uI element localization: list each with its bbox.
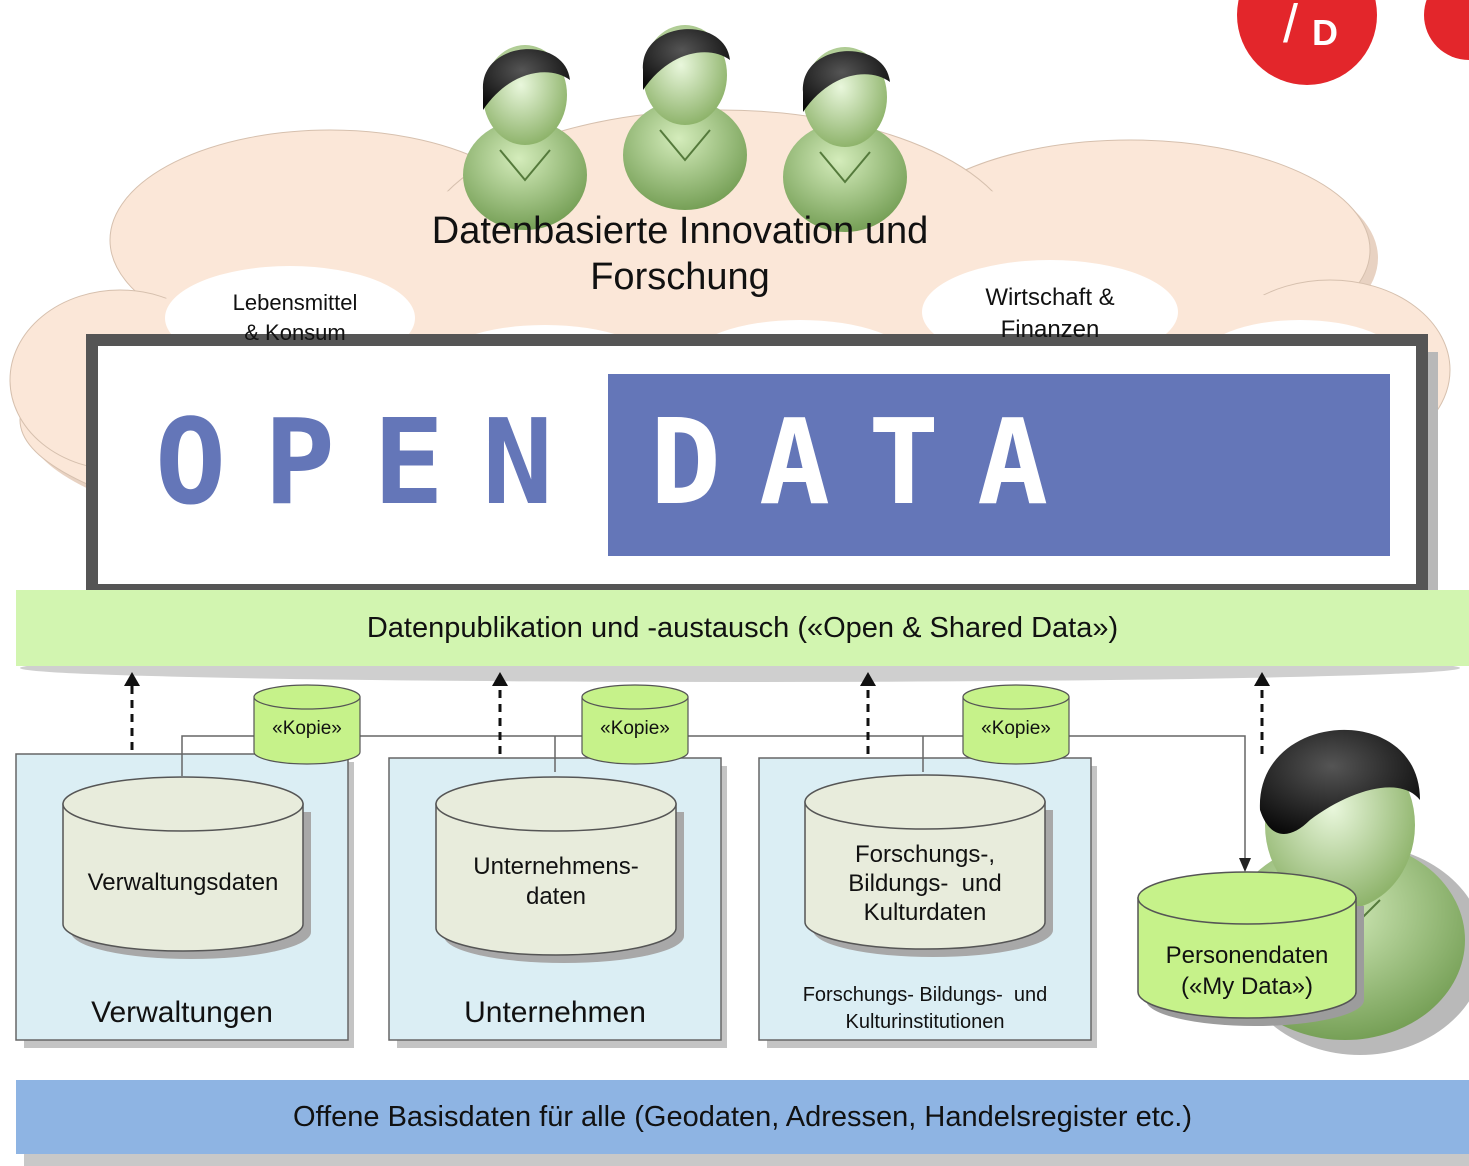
banner-word-open: OPEN xyxy=(155,393,592,531)
copy-label-1: «Kopie» xyxy=(272,718,342,739)
box-label-verwaltungen: Verwaltungen xyxy=(91,996,273,1029)
db-label-forschung: Forschungs-, Bildungs- und Kulturdaten xyxy=(805,840,1045,927)
topic-food: Lebensmittel & Konsum xyxy=(190,288,400,348)
banner-word-data: DATA xyxy=(650,393,1087,531)
db-label-personal: Personendaten («My Data») xyxy=(1138,940,1356,1002)
publication-bar-bg xyxy=(16,590,1469,666)
topic-economy-line2: Finanzen xyxy=(1000,316,1100,343)
cloud-title-line2: Forschung xyxy=(590,256,770,298)
db-label-unternehmen-line1: Unternehmens- xyxy=(473,853,639,880)
open-data-banner xyxy=(86,334,1438,604)
cloud-title-line1: Datenbasierte Innovation und xyxy=(431,210,929,252)
box-label-forschung-line2: Kulturinstitutionen xyxy=(845,1011,1005,1033)
database-unternehmen xyxy=(435,776,684,963)
svg-text:/: / xyxy=(1283,0,1298,54)
banner-top-edge xyxy=(92,340,1422,372)
db-label-forschung-line3: Kulturdaten xyxy=(863,899,987,926)
logo-circles: / D xyxy=(1237,0,1469,85)
database-forschung xyxy=(804,774,1053,957)
people-group xyxy=(463,25,907,232)
publication-bar-label: Datenpublikation und -austausch («Open &… xyxy=(366,612,1119,644)
copy-db-2 xyxy=(581,684,689,765)
db-label-verwaltung: Verwaltungsdaten xyxy=(87,869,279,896)
box-label-forschung-line1: Forschungs- Bildungs- und xyxy=(802,984,1048,1006)
db-label-unternehmen-line2: daten xyxy=(525,883,587,910)
box-label-forschung: Forschungs- Bildungs- und Kulturinstitut… xyxy=(759,982,1091,1036)
copy-label-2: «Kopie» xyxy=(600,718,670,739)
copy-db-3 xyxy=(962,684,1070,765)
copy-label-3: «Kopie» xyxy=(981,718,1051,739)
db-label-forschung-line2: Bildungs- und xyxy=(848,870,1002,897)
database-verwaltung xyxy=(62,776,311,959)
db-label-personal-line1: Personendaten xyxy=(1165,942,1329,969)
base-bar-bg xyxy=(16,1080,1469,1154)
base-bar-label: Offene Basisdaten für alle (Geodaten, Ad… xyxy=(293,1101,1192,1133)
database-personal xyxy=(1137,871,1364,1026)
cloud-title: Datenbasierte Innovation und Forschung xyxy=(340,208,1020,300)
box-label-unternehmen: Unternehmen xyxy=(464,996,646,1029)
topic-economy-line1: Wirtschaft & xyxy=(985,284,1115,311)
svg-text:D: D xyxy=(1312,12,1338,53)
db-label-personal-line2: («My Data») xyxy=(1180,973,1314,1000)
topic-food-line1: Lebensmittel xyxy=(232,290,358,315)
db-label-forschung-line1: Forschungs-, xyxy=(854,841,996,868)
upload-arrows xyxy=(130,684,1264,754)
db-label-unternehmen: Unternehmens- daten xyxy=(436,852,676,912)
topic-economy: Wirtschaft & Finanzen xyxy=(940,282,1160,346)
copy-db-1 xyxy=(253,684,361,765)
